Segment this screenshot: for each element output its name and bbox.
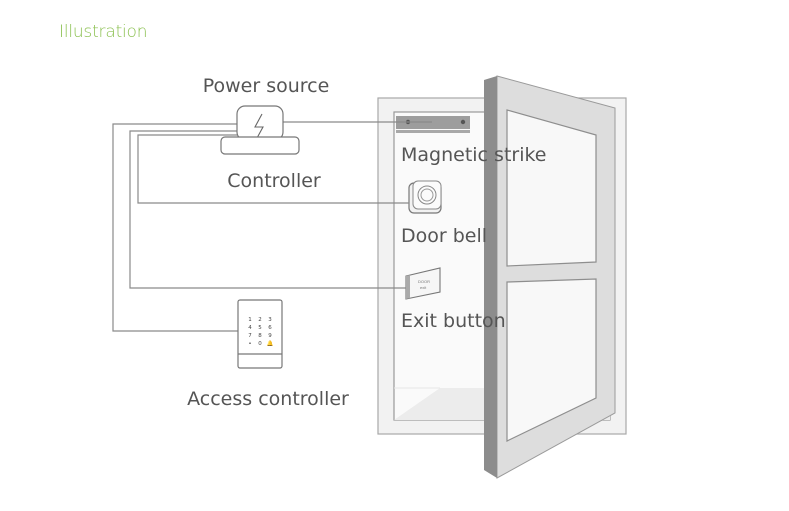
section-heading: Illustration: [59, 22, 148, 42]
controller-device: [220, 136, 300, 155]
keypad-key: 0: [258, 341, 262, 347]
keypad-key: 9: [268, 333, 272, 339]
label-door-bell: Door bell: [401, 225, 487, 247]
keypad-key: 1: [248, 317, 252, 323]
keypad-key: •: [248, 341, 251, 347]
keypad-key: 5: [258, 325, 262, 331]
label-controller: Controller: [227, 170, 321, 192]
label-power-source: Power source: [203, 75, 330, 97]
wire-access-controller: [112, 123, 238, 332]
keypad-key: 3: [268, 317, 272, 323]
svg-text:DOOR: DOOR: [418, 279, 430, 284]
magnetic-strike: [396, 116, 470, 133]
label-access-controller: Access controller: [187, 388, 349, 410]
open-door: [484, 75, 616, 479]
power-source-device: [236, 105, 284, 141]
svg-text:exit: exit: [420, 285, 427, 290]
keypad-key: 7: [248, 333, 252, 339]
door-bell-device: [408, 180, 442, 214]
keypad-key: 4: [248, 325, 252, 331]
wire-exit-button: [129, 130, 406, 289]
keypad-key: 🔔: [267, 340, 274, 347]
label-magnetic-strike: Magnetic strike: [401, 144, 547, 166]
keypad-key: 2: [258, 317, 262, 323]
keypad-key: 6: [268, 325, 272, 331]
wire-door-bell: [137, 134, 409, 204]
exit-button-device: DOOR exit: [405, 267, 441, 300]
keypad-key: 8: [258, 333, 262, 339]
label-exit-button: Exit button: [401, 310, 506, 332]
wiring: [112, 121, 432, 332]
